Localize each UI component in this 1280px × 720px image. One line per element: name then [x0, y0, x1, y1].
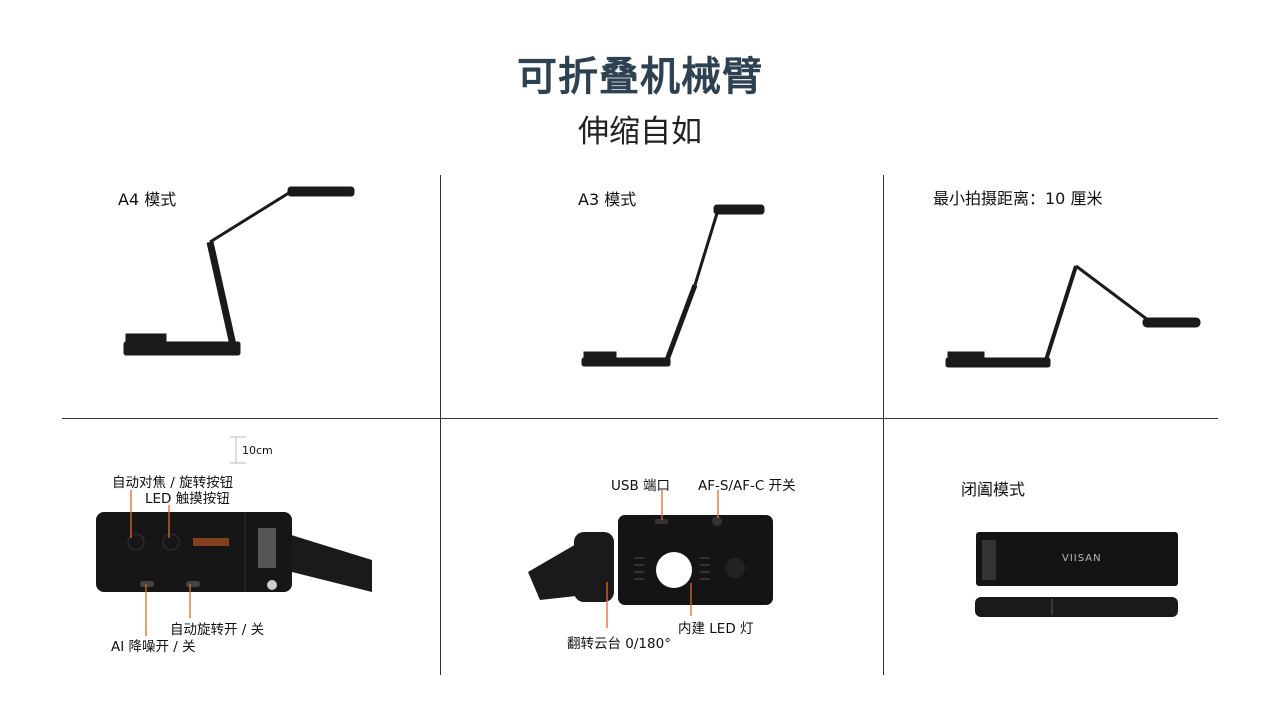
controls-device-image	[96, 436, 372, 636]
min-distance-label: 最小拍摄距离：10 厘米	[933, 189, 1103, 208]
a3-mode-device-image	[581, 204, 765, 367]
divider-vertical-2	[883, 175, 884, 675]
a3-mode-label: A3 模式	[578, 190, 637, 209]
a4-mode-label: A4 模式	[118, 190, 177, 209]
closed-mode-label: 闭阖模式	[961, 480, 1026, 499]
led-light-label: 内建 LED 灯	[678, 621, 754, 637]
ports-device-image	[528, 490, 773, 628]
min-distance-device-image	[945, 264, 1201, 368]
brand-logo: VIISAN	[1062, 553, 1102, 564]
usb-port-label: USB 端口	[611, 478, 671, 494]
divider-vertical-1	[440, 175, 441, 675]
ai-noise-switch-label: AI 降噪开 / 关	[111, 639, 196, 655]
gimbal-label: 翻转云台 0/180°	[567, 636, 671, 652]
page-subtitle: 伸缩自如	[578, 114, 702, 150]
af-switch-label: AF-S/AF-C 开关	[698, 478, 796, 494]
scale-label: 10cm	[242, 444, 273, 457]
auto-rotate-switch-label: 自动旋转开 / 关	[170, 622, 265, 638]
closed-device-image	[975, 532, 1178, 617]
a4-mode-device-image	[123, 186, 355, 356]
autofocus-rotate-button-label: 自动对焦 / 旋转按钮	[112, 475, 234, 491]
page-title: 可折叠机械臂	[517, 54, 763, 100]
divider-horizontal	[62, 418, 1218, 419]
led-touch-button-label: LED 触摸按钮	[145, 491, 230, 507]
